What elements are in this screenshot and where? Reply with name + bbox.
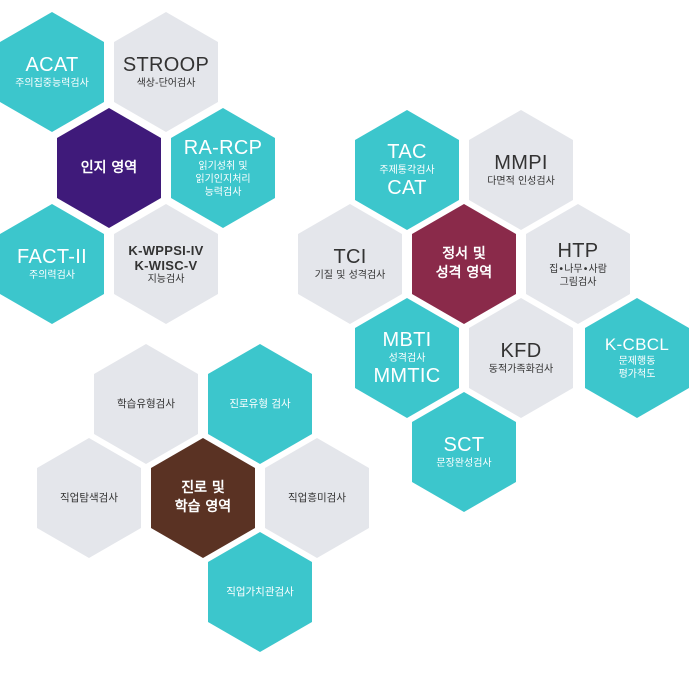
rarcp-desc-2: 읽기인지처리 xyxy=(195,174,251,185)
career-type-label: 진로유형 검사 xyxy=(229,398,291,410)
hex-kfd: KFD 동적가족화검사 xyxy=(469,298,573,418)
fact-code: FACT-II xyxy=(17,246,87,268)
htp-desc-1: 집•나무•사람 xyxy=(549,263,607,275)
study-type-label: 학습유형검사 xyxy=(117,398,175,410)
hex-kwppsi: K-WPPSI-IV K-WISC-V 지능검사 xyxy=(114,204,218,324)
hex-stroop: STROOP 색상-단어검사 xyxy=(114,12,218,132)
stroop-desc: 색상-단어검사 xyxy=(136,78,196,89)
hex-mmpi: MMPI 다면적 인성검사 xyxy=(469,110,573,230)
hex-kcbcl: K-CBCL 문제행동 평가척도 xyxy=(585,298,689,418)
hex-study-type: 학습유형검사 xyxy=(94,344,198,464)
hex-job-explore: 직업탐색검사 xyxy=(37,438,141,558)
kcbcl-desc-2: 평가척도 xyxy=(618,369,656,380)
rarcp-code: RA-RCP xyxy=(183,137,263,159)
hex-job-interest: 직업흥미검사 xyxy=(265,438,369,558)
hex-tac: TAC 주제통각검사 CAT xyxy=(355,110,459,230)
hex-sct: SCT 문장완성검사 xyxy=(412,392,516,512)
kwppsi-desc: 지능검사 xyxy=(147,273,185,285)
tac-desc: 주제통각검사 xyxy=(379,164,435,176)
emotion-center-label-1: 정서 및 xyxy=(442,246,486,262)
kcbcl-desc-1: 문제행동 xyxy=(618,356,656,367)
tac-code: TAC xyxy=(387,140,427,163)
mbti-desc: 성격검사 xyxy=(388,352,426,364)
rarcp-desc-3: 능력검사 xyxy=(204,187,242,198)
career-center-label-2: 학습 영역 xyxy=(174,499,232,515)
htp-desc-2: 그림검사 xyxy=(559,276,597,288)
stroop-code: STROOP xyxy=(122,54,210,76)
fact-desc: 주의력검사 xyxy=(29,270,75,281)
kfd-desc: 동적가족화검사 xyxy=(488,364,554,375)
htp-code: HTP xyxy=(557,239,599,262)
cognitive-center-label: 인지 영역 xyxy=(80,159,138,176)
career-center-label-1: 진로 및 xyxy=(181,480,225,496)
hex-cognitive-center: 인지 영역 xyxy=(57,108,161,228)
sct-code: SCT xyxy=(443,434,485,456)
job-explore-label: 직업탐색검사 xyxy=(60,492,118,504)
hex-mbti: MBTI 성격검사 MMTIC xyxy=(355,298,459,418)
acat-code: ACAT xyxy=(25,54,79,76)
acat-desc: 주의집중능력검사 xyxy=(15,78,89,89)
kwisc-code: K-WISC-V xyxy=(134,257,198,273)
kfd-code: KFD xyxy=(500,340,542,362)
mbti-code: MBTI xyxy=(382,328,432,351)
mmpi-desc: 다면적 인성검사 xyxy=(487,176,555,187)
rarcp-desc-1: 읽기성취 및 xyxy=(198,161,248,172)
kwppsi-code: K-WPPSI-IV xyxy=(128,242,204,258)
hex-career-type: 진로유형 검사 xyxy=(208,344,312,464)
kcbcl-code: K-CBCL xyxy=(604,335,670,354)
hex-acat: ACAT 주의집중능력검사 xyxy=(0,12,104,132)
sct-desc: 문장완성검사 xyxy=(436,458,492,469)
job-value-label: 직업가치관검사 xyxy=(226,586,294,598)
hex-htp: HTP 집•나무•사람 그림검사 xyxy=(526,204,630,324)
cat-code: CAT xyxy=(387,176,427,199)
hex-fact: FACT-II 주의력검사 xyxy=(0,204,104,324)
hex-job-value: 직업가치관검사 xyxy=(208,532,312,652)
hex-rarcp: RA-RCP 읽기성취 및 읽기인지처리 능력검사 xyxy=(171,108,275,228)
hex-tci: TCI 기질 및 성격검사 xyxy=(298,204,402,324)
emotion-center-label-2: 성격 영역 xyxy=(435,265,493,281)
hex-career-center: 진로 및 학습 영역 xyxy=(151,438,255,558)
mmtic-code: MMTIC xyxy=(373,364,441,387)
hex-emotion-center: 정서 및 성격 영역 xyxy=(412,204,516,324)
tci-code: TCI xyxy=(333,246,367,268)
tci-desc: 기질 및 성격검사 xyxy=(314,270,386,281)
job-interest-label: 직업흥미검사 xyxy=(288,492,346,504)
mmpi-code: MMPI xyxy=(494,152,548,174)
